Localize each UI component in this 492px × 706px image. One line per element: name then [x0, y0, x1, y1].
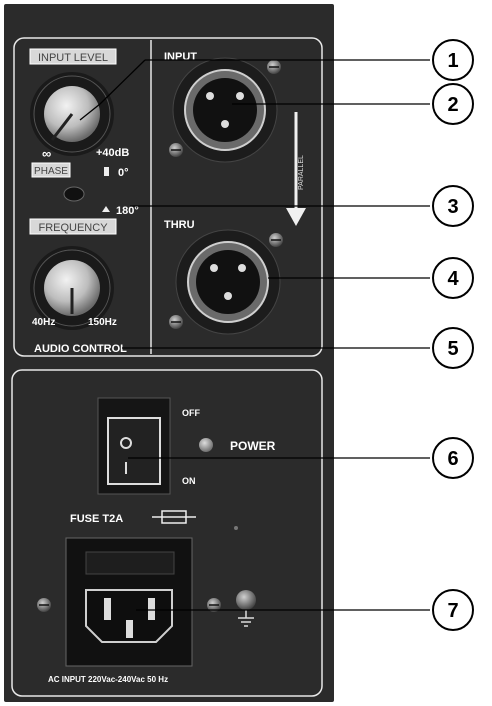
callout-3: 3 — [432, 185, 474, 227]
audio-control-label: AUDIO CONTROL — [34, 343, 127, 355]
phase-switch[interactable] — [63, 186, 85, 202]
callout-1: 1 — [432, 39, 474, 81]
callout-4: 4 — [432, 257, 474, 299]
freq-min-label: 40Hz — [32, 317, 55, 328]
input-level-min-label: ∞ — [42, 146, 51, 161]
fuse-label: FUSE T2A — [70, 513, 123, 525]
callout-2: 2 — [432, 83, 474, 125]
xlr-input-connector[interactable] — [172, 57, 278, 163]
svg-text:1: 1 — [447, 50, 458, 72]
svg-text:3: 3 — [447, 196, 458, 218]
screw-icon — [169, 315, 183, 329]
callout-7: 7 — [432, 589, 474, 631]
phase-0-marker-icon — [104, 167, 109, 176]
audio-subpanel — [13, 37, 323, 357]
screw-icon — [267, 60, 281, 74]
power-led-icon — [199, 438, 213, 452]
freq-max-label: 150Hz — [88, 317, 117, 328]
on-label: ON — [182, 476, 196, 486]
screw-icon — [37, 598, 51, 612]
screw-icon — [169, 143, 183, 157]
parallel-tag: PARALLEL — [298, 155, 305, 190]
svg-text:6: 6 — [447, 448, 458, 470]
callout-5: 5 — [432, 327, 474, 369]
svg-text:7: 7 — [447, 600, 458, 622]
power-label: POWER — [230, 439, 276, 453]
off-label: OFF — [182, 408, 200, 418]
input-label: INPUT — [164, 51, 197, 63]
callout-lines — [79, 59, 430, 611]
panel-body — [4, 4, 334, 702]
callout-6: 6 — [432, 437, 474, 479]
thru-label: THRU — [164, 219, 195, 231]
fuse-symbol-icon — [152, 510, 196, 524]
frequency-label: FREQUENCY — [38, 222, 108, 234]
screw-icon — [207, 598, 221, 612]
phase-0-label: 0° — [118, 167, 129, 179]
svg-text:5: 5 — [447, 338, 458, 360]
ground-terminal-icon — [236, 590, 256, 627]
ac-inlet-module[interactable] — [65, 537, 193, 667]
phase-180-label: 180° — [116, 205, 139, 217]
phase-label: PHASE — [34, 166, 68, 177]
screw-icon — [269, 233, 283, 247]
frequency-knob[interactable] — [30, 246, 114, 330]
input-level-knob[interactable] — [30, 72, 114, 156]
svg-text:4: 4 — [447, 268, 459, 290]
parallel-arrow-icon — [286, 208, 306, 226]
xlr-thru-connector[interactable] — [175, 229, 281, 335]
input-level-label: INPUT LEVEL — [38, 52, 108, 64]
power-rocker-switch[interactable] — [97, 397, 171, 495]
input-level-max-label: +40dB — [96, 147, 129, 159]
svg-text:2: 2 — [447, 94, 458, 116]
power-subpanel — [11, 369, 323, 697]
phase-180-marker-icon — [102, 206, 110, 212]
ac-input-label: AC INPUT 220Vac-240Vac 50 Hz — [48, 675, 168, 684]
panel-dot-icon — [234, 526, 238, 530]
